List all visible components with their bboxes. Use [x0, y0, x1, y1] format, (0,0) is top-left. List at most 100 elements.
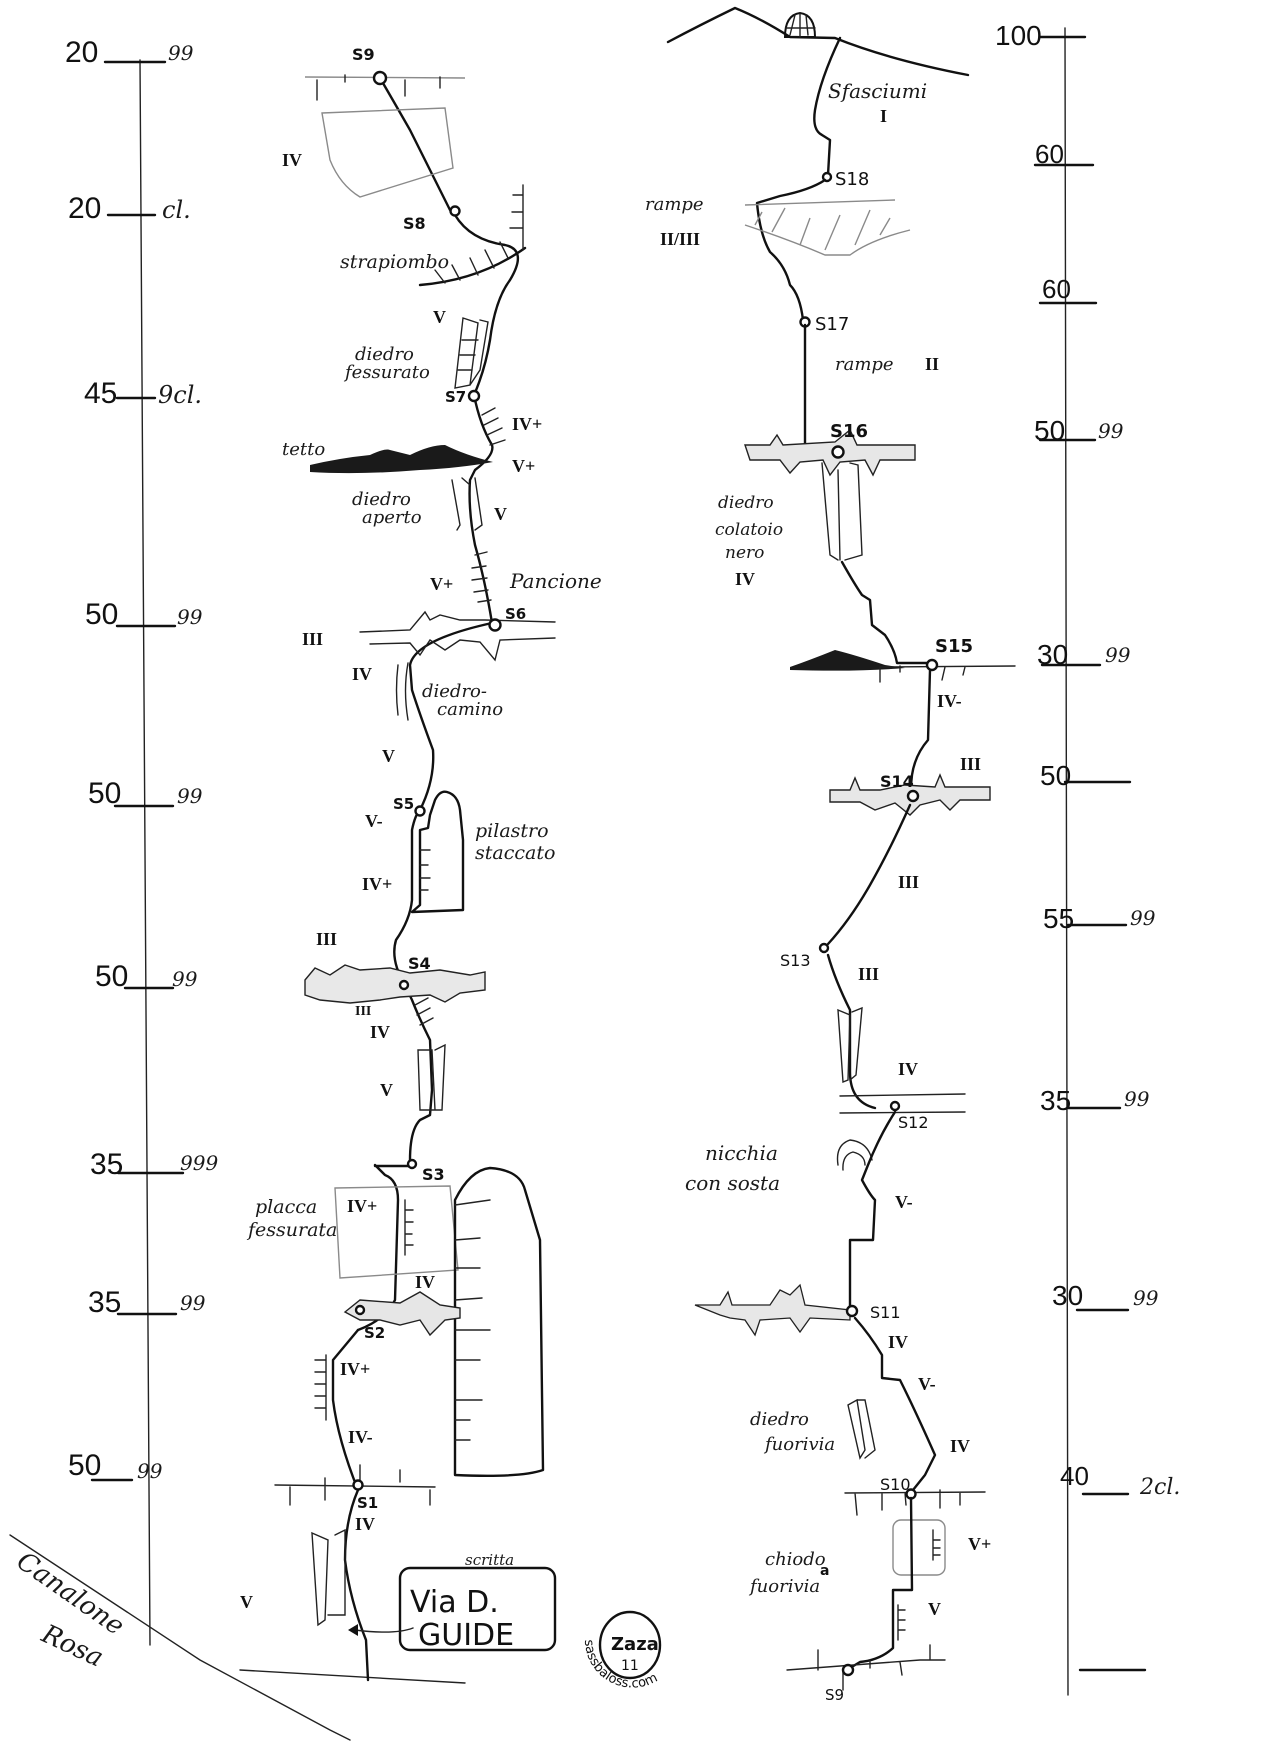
right-scale-tick: 60 — [1038, 274, 1098, 305]
right-scale-axis — [1064, 27, 1069, 1696]
tick-length: 50 — [88, 777, 121, 810]
grade-label: V- — [918, 1374, 936, 1394]
feature-sfasciumi: Sfasciumi — [828, 79, 927, 103]
route-line — [908, 668, 932, 797]
belay-label: S4 — [408, 954, 431, 973]
roof-dark — [790, 650, 905, 671]
grade-label: V — [382, 746, 395, 766]
belay-label: S15 — [935, 636, 973, 657]
right-scale-tick: 100 — [995, 20, 1087, 51]
left-scale-tick: 50 99 — [95, 960, 198, 993]
grade-label: V+ — [968, 1534, 991, 1554]
grade-label: V+ — [430, 574, 453, 594]
feature-diedro-fessurato: diedro — [355, 344, 414, 365]
tick-length: 45 — [84, 377, 117, 410]
right-scale-tick: 50 — [1040, 760, 1132, 791]
belay-label: S14 — [880, 772, 914, 791]
tick-note: 99 — [1130, 906, 1156, 930]
tick-length: 30 — [1052, 1280, 1083, 1311]
left-grades: IV V IV+ V+ V V+ III IV V V- IV+ III III… — [240, 150, 542, 1612]
tick-note: cl. — [162, 196, 191, 224]
left-scale-tick: 20 cl. — [68, 192, 191, 225]
grade-label: V+ — [512, 456, 535, 476]
right-scale-tick: 40 2cl. — [1060, 1461, 1180, 1500]
svg-text:11: 11 — [621, 1658, 639, 1674]
belay-label: S1 — [357, 1494, 378, 1512]
feature-pilastro-staccato: pilastro — [475, 820, 549, 842]
right-scale-tick: 30 99 — [1052, 1280, 1159, 1312]
tick-length: 35 — [1040, 1085, 1071, 1116]
feature-diedro-fuorivia: diedro — [750, 1409, 809, 1430]
tick-length: 50 — [85, 598, 118, 631]
route-line — [453, 213, 519, 397]
route-line — [803, 323, 827, 452]
tick-length: 20 — [65, 36, 98, 69]
feature-pilastro-staccato: staccato — [475, 842, 555, 864]
belay-s14 — [906, 789, 920, 803]
route-line — [826, 953, 877, 1110]
route-line — [356, 1163, 412, 1332]
tick-length: 35 — [90, 1148, 123, 1181]
feature-nicchia: nicchia — [705, 1141, 778, 1165]
tick-length: 60 — [1035, 139, 1064, 169]
tick-note: 99 — [177, 605, 203, 629]
route-line — [840, 560, 932, 665]
right-route: S18 Sfasciumi S17 rampe rampe S16 diedro… — [645, 6, 1016, 1704]
grade-label: V — [240, 1592, 253, 1612]
grade-label: IV- — [937, 691, 962, 711]
left-scale: 20 99 20 cl. 45 9cl. 50 99 50 99 50 99 — [65, 36, 218, 1646]
arrow-icon — [348, 1624, 358, 1636]
belay-s7 — [467, 389, 481, 403]
feature-diedro-aperto: aperto — [362, 507, 422, 528]
left-scale-tick: 35 99 — [88, 1286, 206, 1319]
feature-chiodo-fuorivia: fuorivia — [748, 1576, 820, 1597]
belay-s8 — [449, 205, 461, 217]
block-outline — [321, 107, 454, 198]
grade-label: I — [880, 106, 887, 126]
belay-label: S5 — [393, 795, 414, 813]
grade-label: IV+ — [512, 414, 542, 434]
grade-label: IV — [370, 1022, 390, 1042]
feature-nicchia: con sosta — [685, 1171, 780, 1195]
tick-note: 99 — [172, 967, 198, 991]
right-grades: I II/III II IV IV- III III III IV V- IV … — [660, 106, 991, 1619]
grade-label: V — [494, 504, 507, 524]
belay-label: S9 — [352, 45, 375, 64]
belay-s1 — [352, 1479, 364, 1491]
tick-note: 9cl. — [158, 381, 202, 409]
belay-s2 — [354, 1304, 366, 1316]
tick-note: 99 — [177, 784, 203, 808]
grade-label: V- — [895, 1192, 913, 1212]
tick-length: 30 — [1037, 639, 1068, 670]
route-line — [408, 621, 494, 812]
feature-diedro-camino: diedro- — [422, 681, 487, 702]
grade-label: IV — [415, 1272, 435, 1292]
right-scale-tick: 30 99 — [1037, 639, 1131, 670]
grade-label: III — [960, 754, 981, 774]
tick-length: 50 — [68, 1449, 101, 1482]
grade-label: III — [898, 872, 919, 892]
left-scale-tick: 45 9cl. — [84, 377, 202, 410]
belay-label: S6 — [505, 605, 526, 623]
grade-label: IV+ — [362, 874, 392, 894]
grade-label: IV- — [348, 1427, 373, 1447]
right-scale-tick: 55 99 — [1043, 903, 1156, 934]
feature-placca-fessurata: placca — [255, 1196, 317, 1218]
grade-label: III — [316, 929, 337, 949]
tick-note: 2cl. — [1139, 1475, 1180, 1500]
pillar — [453, 1166, 545, 1478]
grade-label: III — [858, 964, 879, 984]
belay-s9-bottom — [841, 1663, 855, 1677]
via-sign-line: Via D. — [410, 1585, 499, 1620]
belay-label: S10 — [880, 1475, 911, 1494]
left-scale-tick: 35 999 — [90, 1148, 218, 1181]
route-line — [848, 1496, 914, 1670]
left-scale-tick: 50 99 — [68, 1449, 163, 1483]
tick-length: 20 — [68, 192, 101, 225]
piton-icon: a — [820, 1563, 829, 1579]
belay-s11 — [845, 1304, 859, 1318]
route-line — [468, 393, 494, 625]
canalone-label: Canalone — [11, 1546, 130, 1642]
belay-s6 — [488, 618, 502, 632]
